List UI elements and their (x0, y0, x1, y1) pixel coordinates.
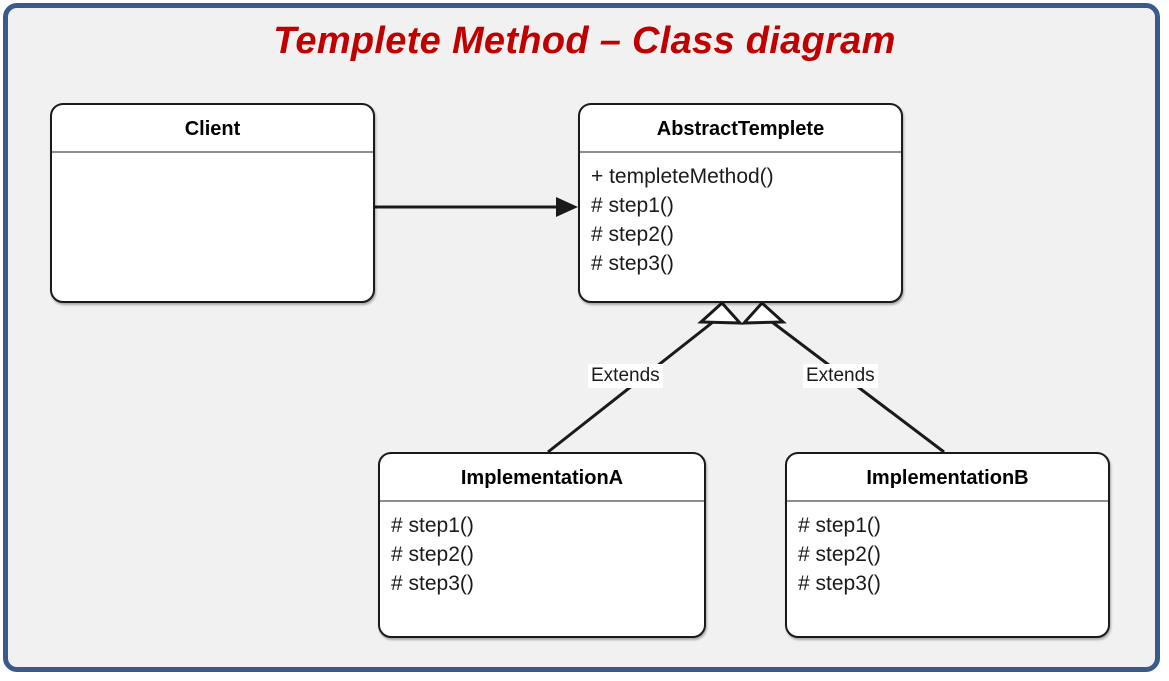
page-title: Templete Method – Class diagram (273, 20, 896, 62)
relation-label-extends-a: Extends (588, 364, 663, 388)
class-box-abstract-templete[interactable]: AbstractTemplete + templeteMethod() # st… (578, 103, 903, 303)
class-member: # step3() (798, 572, 881, 595)
class-member: # step1() (798, 514, 881, 537)
class-member: # step1() (591, 194, 674, 217)
connector-client-to-abstract (375, 197, 578, 217)
class-member: # step2() (591, 223, 674, 246)
class-members-implementation-a: # step1() # step2() # step3() (380, 502, 704, 598)
class-member: # step1() (391, 514, 474, 537)
class-members-abstract-templete: + templeteMethod() # step1() # step2() #… (580, 153, 901, 278)
relation-label-extends-b: Extends (803, 364, 878, 388)
class-members-client (52, 153, 373, 162)
class-name-implementation-b: ImplementationB (787, 454, 1108, 502)
class-name-client: Client (52, 105, 373, 153)
class-box-implementation-a[interactable]: ImplementationA # step1() # step2() # st… (378, 452, 706, 638)
class-name-implementation-a: ImplementationA (380, 454, 704, 502)
class-member: + templeteMethod() (591, 165, 774, 188)
class-members-implementation-b: # step1() # step2() # step3() (787, 502, 1108, 598)
class-member: # step3() (591, 252, 674, 275)
class-box-implementation-b[interactable]: ImplementationB # step1() # step2() # st… (785, 452, 1110, 638)
class-member: # step2() (391, 543, 474, 566)
class-member: # step3() (391, 572, 474, 595)
class-box-client[interactable]: Client (50, 103, 375, 303)
class-member: # step2() (798, 543, 881, 566)
class-name-abstract-templete: AbstractTemplete (580, 105, 901, 153)
